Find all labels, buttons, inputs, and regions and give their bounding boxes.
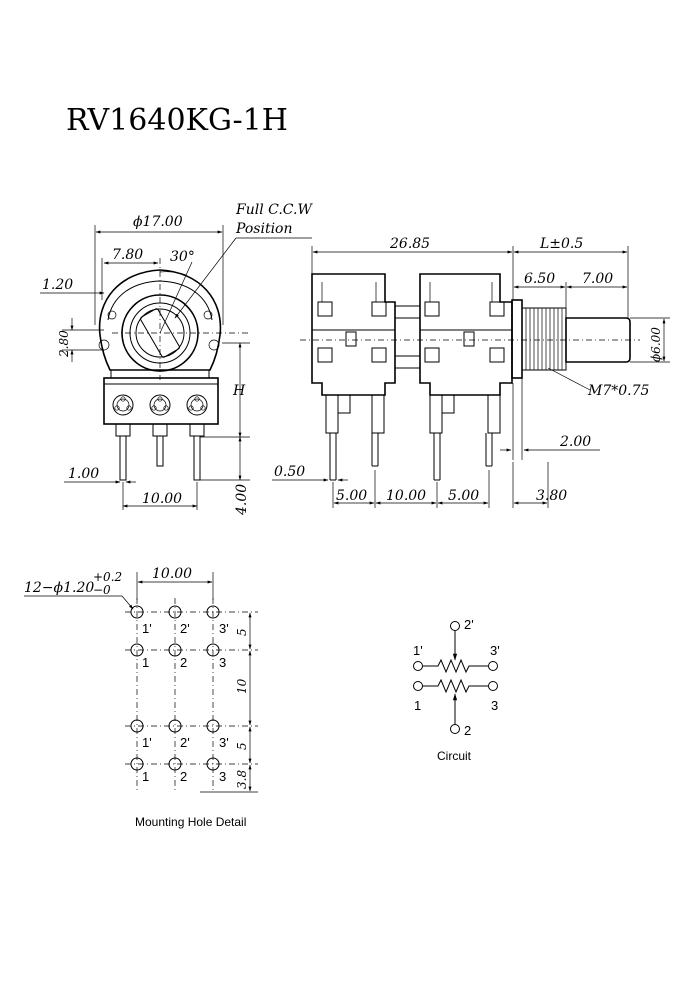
side-dim-380: 3.80 [536, 488, 567, 504]
side-view: 26.85 L±0.5 6.50 7.00 ϕ6.00 [272, 236, 670, 508]
front-dim-h: H [232, 383, 246, 399]
front-dim-280: 2.80 [57, 330, 71, 358]
side-dim-650: 6.50 [524, 271, 555, 287]
front-pin-3 [189, 423, 205, 481]
hole-label-bot-3: 3 [219, 655, 226, 670]
side-dim-200: 2.00 [559, 434, 591, 450]
hole-label-top-1: 1' [142, 621, 152, 636]
side-dim-2685: 26.85 [389, 236, 430, 252]
hole-label-bot-1: 1 [142, 655, 149, 670]
front-screw-1 [112, 394, 134, 416]
front-pin-1 [115, 423, 131, 481]
circuit-diagram: 2' 1' 3' 1 3 2 Circuit [413, 617, 500, 763]
hole-label-top-2: 2' [180, 621, 190, 636]
hole-label-bot-2b: 2 [180, 769, 187, 784]
front-screw-2 [149, 394, 171, 416]
circuit-label-2p: 2' [464, 617, 474, 632]
ccw-position: Position [235, 221, 293, 237]
circuit-label-3p: 3' [490, 643, 500, 658]
front-dim-100: 1.00 [68, 466, 99, 482]
hole-label-top-3: 3' [219, 621, 229, 636]
front-diameter-label: ϕ17.00 [133, 214, 183, 230]
mount-dim-10: 10 [235, 678, 249, 694]
side-dim-1000: 10.00 [386, 488, 426, 504]
circuit-label-1: 1 [414, 698, 421, 713]
front-dim-120: 1.20 [42, 277, 73, 293]
circuit-label-2: 2 [464, 723, 471, 738]
front-pin-2 [152, 423, 168, 467]
hole-label-bot-2: 2 [180, 655, 187, 670]
mounting-caption: Mounting Hole Detail [135, 815, 246, 829]
mount-dim-38: 3.8 [235, 770, 249, 789]
front-dim-400: 4.00 [234, 484, 250, 516]
side-dim-050: 0.50 [274, 464, 305, 480]
mount-dim-5a: 5 [235, 628, 249, 636]
side-dim-700: 7.00 [582, 271, 613, 287]
circuit-label-1p: 1' [413, 643, 423, 658]
hole-label-top-3b: 3' [219, 735, 229, 750]
mount-dim-pitch: 10.00 [152, 566, 192, 582]
front-dim-780: 7.80 [112, 247, 143, 263]
hole-label-bot-3b: 3 [219, 769, 226, 784]
circuit-caption: Circuit [437, 749, 472, 763]
ccw-note: Full C.C.W [235, 202, 313, 218]
circuit-label-3: 3 [491, 698, 498, 713]
side-dim-600: ϕ6.00 [649, 327, 663, 362]
side-dim-500b: 5.00 [448, 488, 479, 504]
side-dim-l: L±0.5 [539, 236, 583, 252]
hole-tol-minus: −0 [93, 583, 111, 597]
mount-dim-5b: 5 [235, 742, 249, 750]
hole-spec-label: 12−ϕ1.20 [24, 580, 94, 596]
side-dim-500a: 5.00 [336, 488, 367, 504]
hole-label-top-2b: 2' [180, 735, 190, 750]
front-dim-1000: 10.00 [142, 491, 182, 507]
front-view: ϕ17.00 7.80 30° Full C.C.W Position 1.20… [40, 202, 313, 516]
front-angle-label: 30° [170, 249, 195, 265]
side-thread-label: M7*0.75 [587, 383, 650, 399]
hole-label-top-1b: 1' [142, 735, 152, 750]
part-number-title: RV1640KG-1H [66, 103, 288, 138]
hole-tol-plus: +0.2 [93, 570, 122, 584]
front-screw-3 [186, 394, 208, 416]
mounting-hole-detail: 12−ϕ1.20 +0.2 −0 10.00 1' 2' 3' 1 2 3 1'… [24, 566, 258, 829]
hole-label-bot-1b: 1 [142, 769, 149, 784]
